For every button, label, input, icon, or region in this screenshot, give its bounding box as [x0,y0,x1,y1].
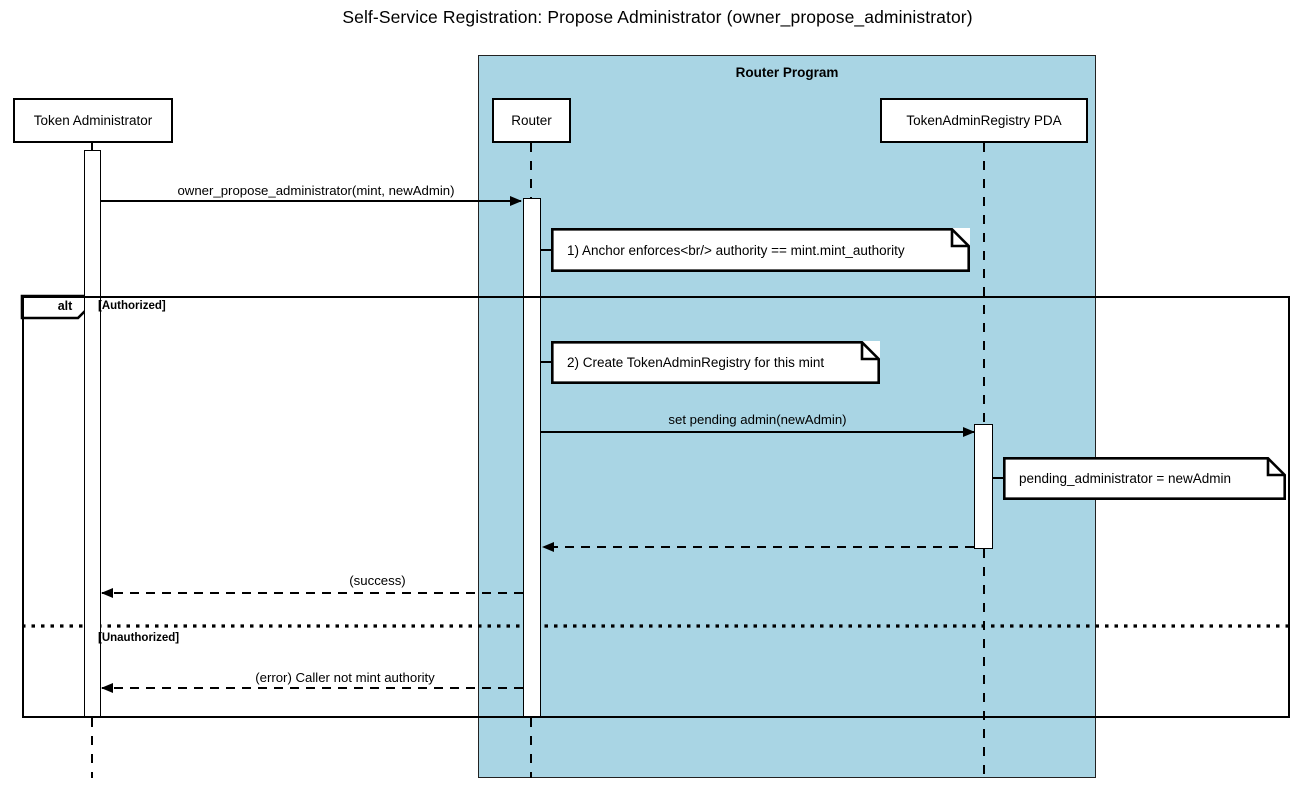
note-anchor-enforces: 1) Anchor enforces<br/> authority == min… [551,228,970,272]
group-box-router-program [478,55,1096,778]
fragment-guard-authorized: [Authorized] [98,300,166,312]
participant-token-administrator[interactable]: Token Administrator [13,98,173,143]
message-label-set-pending-admin: set pending admin(newAdmin) [668,412,847,427]
note-pending-administrator: pending_administrator = newAdmin [1003,457,1286,500]
note-pending-administrator-shape [1003,457,1286,500]
activation-bar-router [523,198,541,718]
fragment-operator-label: alt [57,299,73,313]
message-label-error: (error) Caller not mint authority [255,670,435,685]
note-anchor-enforces-shape [551,228,970,272]
note-create-registry-shape [551,341,880,384]
participant-label-router: Router [511,113,552,128]
participant-token-admin-registry-pda[interactable]: TokenAdminRegistry PDA [880,98,1088,143]
note-pending-administrator-text: pending_administrator = newAdmin [1019,471,1231,486]
participant-label-token-admin-registry-pda: TokenAdminRegistry PDA [906,113,1062,128]
note-create-registry-text: 2) Create TokenAdminRegistry for this mi… [567,355,825,370]
participant-label-token-administrator: Token Administrator [33,113,153,128]
message-label-owner-propose-administrator: owner_propose_administrator(mint, newAdm… [177,183,455,198]
page-title: Self-Service Registration: Propose Admin… [342,7,973,27]
note-create-registry: 2) Create TokenAdminRegistry for this mi… [551,341,880,384]
activation-bar-token-admin-registry-pda [974,424,993,549]
note-anchor-enforces-text: 1) Anchor enforces<br/> authority == min… [567,242,905,258]
participant-router[interactable]: Router [492,98,571,143]
group-label-router-program: Router Program [735,65,839,80]
message-label-success: (success) [349,573,406,588]
fragment-guard-unauthorized: [Unauthorized] [98,632,180,644]
